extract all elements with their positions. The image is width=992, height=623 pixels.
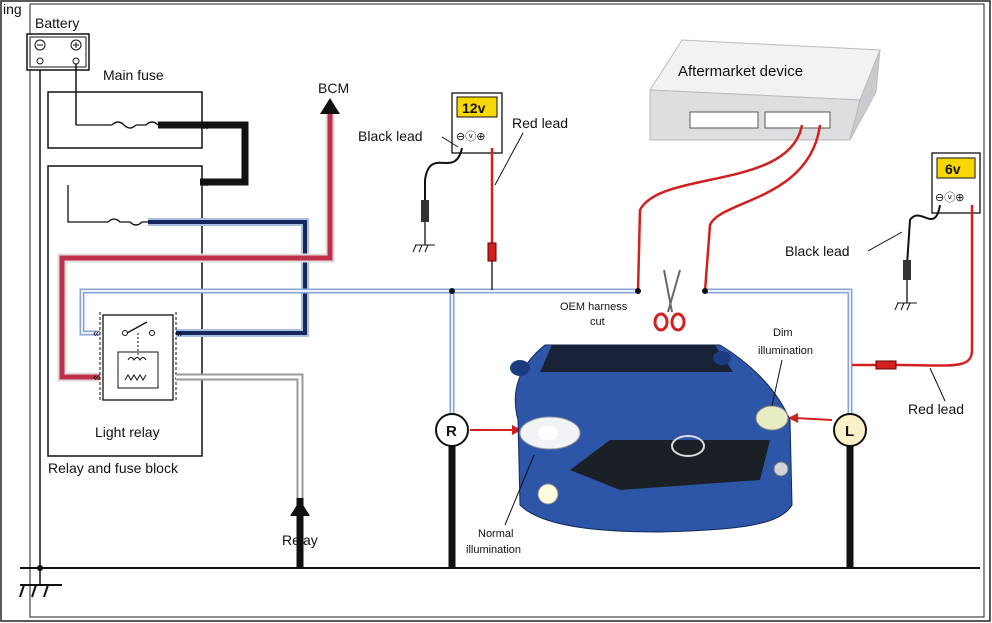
svg-text:«: « — [93, 328, 99, 340]
connector: » — [203, 176, 210, 190]
relay-label: Relay — [282, 532, 318, 548]
meter-1-display: 12v — [462, 100, 486, 116]
red-probe-2 — [875, 360, 897, 370]
arrow-l-head — [788, 413, 798, 423]
relay-output-wire — [176, 375, 302, 500]
black-lead-1-label: Black lead — [358, 128, 423, 144]
relay-arrow — [290, 500, 310, 516]
splice-node — [449, 288, 455, 294]
battery — [26, 33, 90, 71]
relay-output-outline — [176, 373, 304, 500]
bcm-wire — [59, 112, 333, 380]
leader-line — [494, 132, 524, 186]
oem-harness-wire — [81, 290, 851, 430]
meter-2-display: 6v — [945, 161, 961, 177]
splice-node — [635, 288, 641, 294]
battery-label: Battery — [35, 15, 79, 31]
connector: » — [203, 119, 210, 133]
device-wire-1 — [636, 124, 804, 292]
lamp-r — [435, 413, 469, 447]
normal-label-2: illumination — [466, 544, 521, 556]
voltmeter-6v: 6v ⊖ⓥ⊕ — [931, 152, 981, 214]
leader-line — [867, 231, 903, 252]
oem-cut-label-2: cut — [590, 316, 605, 328]
arrow-r-head — [512, 425, 522, 435]
lamp-l-label: L — [845, 423, 854, 440]
red-lead-2-wire — [852, 205, 974, 367]
svg-text:«: « — [93, 372, 99, 384]
oem-cut-label-1: OEM harness — [560, 301, 628, 313]
lamp-r-label: R — [446, 423, 457, 440]
fuse-2-symbol — [67, 185, 148, 226]
dim-label-1: Dim — [773, 327, 793, 339]
main-fuse-box — [47, 91, 203, 149]
light-relay: « « « « — [93, 312, 182, 401]
normal-label-1: Normal — [478, 528, 513, 540]
relay-fuse-block — [47, 165, 203, 457]
red-lead-1-label: Red lead — [512, 115, 568, 131]
black-lead-2-wire — [906, 204, 941, 266]
arrow-l — [794, 417, 833, 421]
top-left-label: ing — [3, 1, 22, 17]
ground-symbol-2 — [894, 302, 917, 311]
svg-text:⊖ⓥ⊕: ⊖ⓥ⊕ — [935, 191, 964, 204]
inner-frame — [29, 3, 985, 618]
black-lead-1-wire — [424, 147, 463, 210]
black-probe-1 — [421, 200, 429, 222]
svg-text:«: « — [176, 328, 182, 340]
relay-fuse-block-label: Relay and fuse block — [48, 460, 179, 476]
leader-line — [771, 359, 783, 407]
aftermarket-device — [649, 39, 881, 141]
leader-line — [441, 136, 459, 148]
red-probe-1 — [487, 242, 497, 262]
voltmeter-12v: 12v ⊖ⓥ⊕ — [451, 92, 503, 154]
svg-text:⊖ⓥ⊕: ⊖ⓥ⊕ — [456, 130, 485, 143]
ground-symbol — [19, 568, 62, 598]
main-fuse-symbol — [76, 121, 159, 129]
light-relay-label: Light relay — [95, 424, 160, 440]
leader-line — [504, 454, 535, 526]
main-feed-wire — [158, 121, 249, 186]
red-lead-2-label: Red lead — [908, 401, 964, 417]
main-fuse-label: Main fuse — [103, 67, 164, 83]
red-wire-outline — [57, 112, 335, 382]
leader-line — [929, 367, 946, 402]
black-probe-2 — [903, 260, 911, 280]
dim-label-2: illumination — [758, 345, 813, 357]
splice-node — [702, 288, 708, 294]
bcm-label: BCM — [318, 80, 349, 96]
black-lead-2-label: Black lead — [785, 243, 850, 259]
aftermarket-device-label: Aftermarket device — [678, 63, 803, 80]
lamp-l — [833, 413, 867, 447]
device-wire-2 — [703, 124, 822, 292]
bcm-arrow — [320, 98, 340, 114]
relay-feed-wire — [148, 220, 307, 335]
ground-symbol-1 — [412, 244, 435, 253]
scissors-icon — [653, 269, 686, 332]
car-image — [510, 344, 793, 533]
